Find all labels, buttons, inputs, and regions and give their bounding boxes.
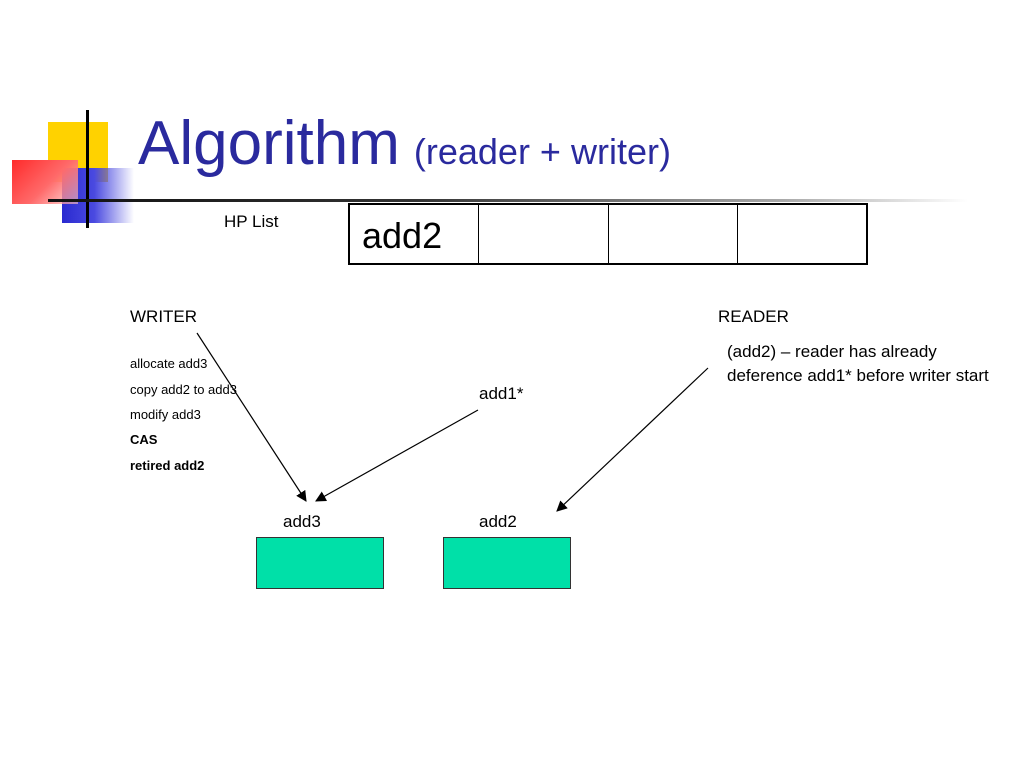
title-sub: (reader + writer) (413, 131, 671, 172)
writer-step: allocate add3 (130, 356, 208, 371)
node-label-add2: add2 (479, 512, 517, 531)
hp-list-cell (479, 205, 609, 263)
hp-list-label: HP List (224, 212, 279, 231)
title-main: Algorithm (138, 109, 400, 178)
arrow-pointer-to-add3 (315, 409, 479, 502)
logo-vertical-line (86, 110, 89, 228)
hp-list-cell (609, 205, 738, 263)
pointer-label: add1* (479, 384, 524, 403)
arrow-writer-to-add3 (196, 332, 307, 502)
node-add3 (256, 537, 384, 589)
reader-note: (add2) – reader has already deference ad… (727, 342, 989, 385)
hp-list-cell: add2 (350, 205, 480, 263)
hp-list-cell (738, 205, 866, 263)
title-rule (48, 199, 968, 202)
writer-step-retire: retired add2 (130, 458, 205, 473)
hp-list-table: add2 (348, 203, 868, 265)
writer-label: WRITER (130, 307, 198, 326)
slide-title: Algorithm (reader + writer) (138, 104, 671, 192)
writer-step: copy add2 to add3 (130, 382, 237, 397)
writer-step-cas: CAS (130, 432, 158, 447)
arrow-reader-to-add2 (556, 367, 709, 512)
node-label-add3: add3 (283, 512, 321, 531)
logo-red-square (12, 160, 78, 204)
node-add2 (443, 537, 571, 589)
reader-label: READER (718, 307, 789, 326)
writer-step: modify add3 (130, 407, 201, 422)
